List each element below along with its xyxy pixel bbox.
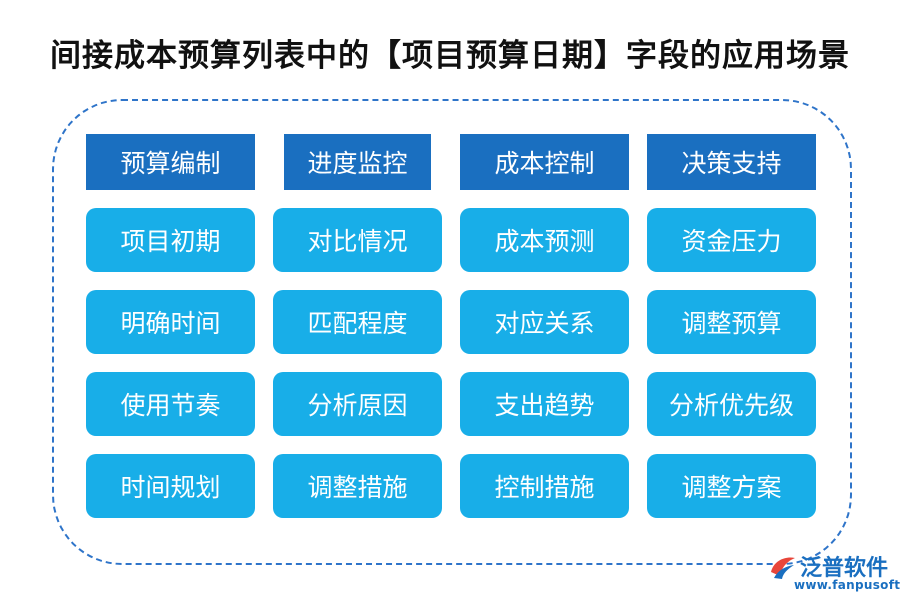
column-header-cost-control: 成本控制 (460, 134, 629, 190)
scenario-cell: 调整措施 (273, 454, 442, 518)
brand-logo: 泛普软件 www.fanpusoft.com (760, 548, 900, 596)
scenario-cell: 对比情况 (273, 208, 442, 272)
scenario-cell: 分析原因 (273, 372, 442, 436)
scenario-cell: 控制措施 (460, 454, 629, 518)
scenario-cell: 项目初期 (86, 208, 255, 272)
scenario-cell: 匹配程度 (273, 290, 442, 354)
scenario-cell: 分析优先级 (647, 372, 816, 436)
column-header-budget-planning: 预算编制 (86, 134, 255, 190)
scenario-grid: 预算编制 进度监控 成本控制 决策支持 项目初期 明确时间 使用节奏 时间规划 … (86, 134, 816, 518)
scenario-cell: 支出趋势 (460, 372, 629, 436)
logo-name: 泛普软件 (800, 556, 889, 581)
page-title: 间接成本预算列表中的【项目预算日期】字段的应用场景 (50, 38, 850, 74)
scenario-cell: 资金压力 (647, 208, 816, 272)
dashed-frame (52, 99, 852, 565)
logo-url: www.fanpusoft.com (794, 578, 900, 592)
column-header-progress-monitoring: 进度监控 (284, 134, 431, 190)
scenario-cell: 明确时间 (86, 290, 255, 354)
scenario-cell: 调整预算 (647, 290, 816, 354)
scenario-cell: 成本预测 (460, 208, 629, 272)
scenario-cell: 调整方案 (647, 454, 816, 518)
scenario-cell: 使用节奏 (86, 372, 255, 436)
column-header-decision-support: 决策支持 (647, 134, 816, 190)
scenario-cell: 时间规划 (86, 454, 255, 518)
scenario-cell: 对应关系 (460, 290, 629, 354)
logo-mark-icon (771, 557, 795, 579)
